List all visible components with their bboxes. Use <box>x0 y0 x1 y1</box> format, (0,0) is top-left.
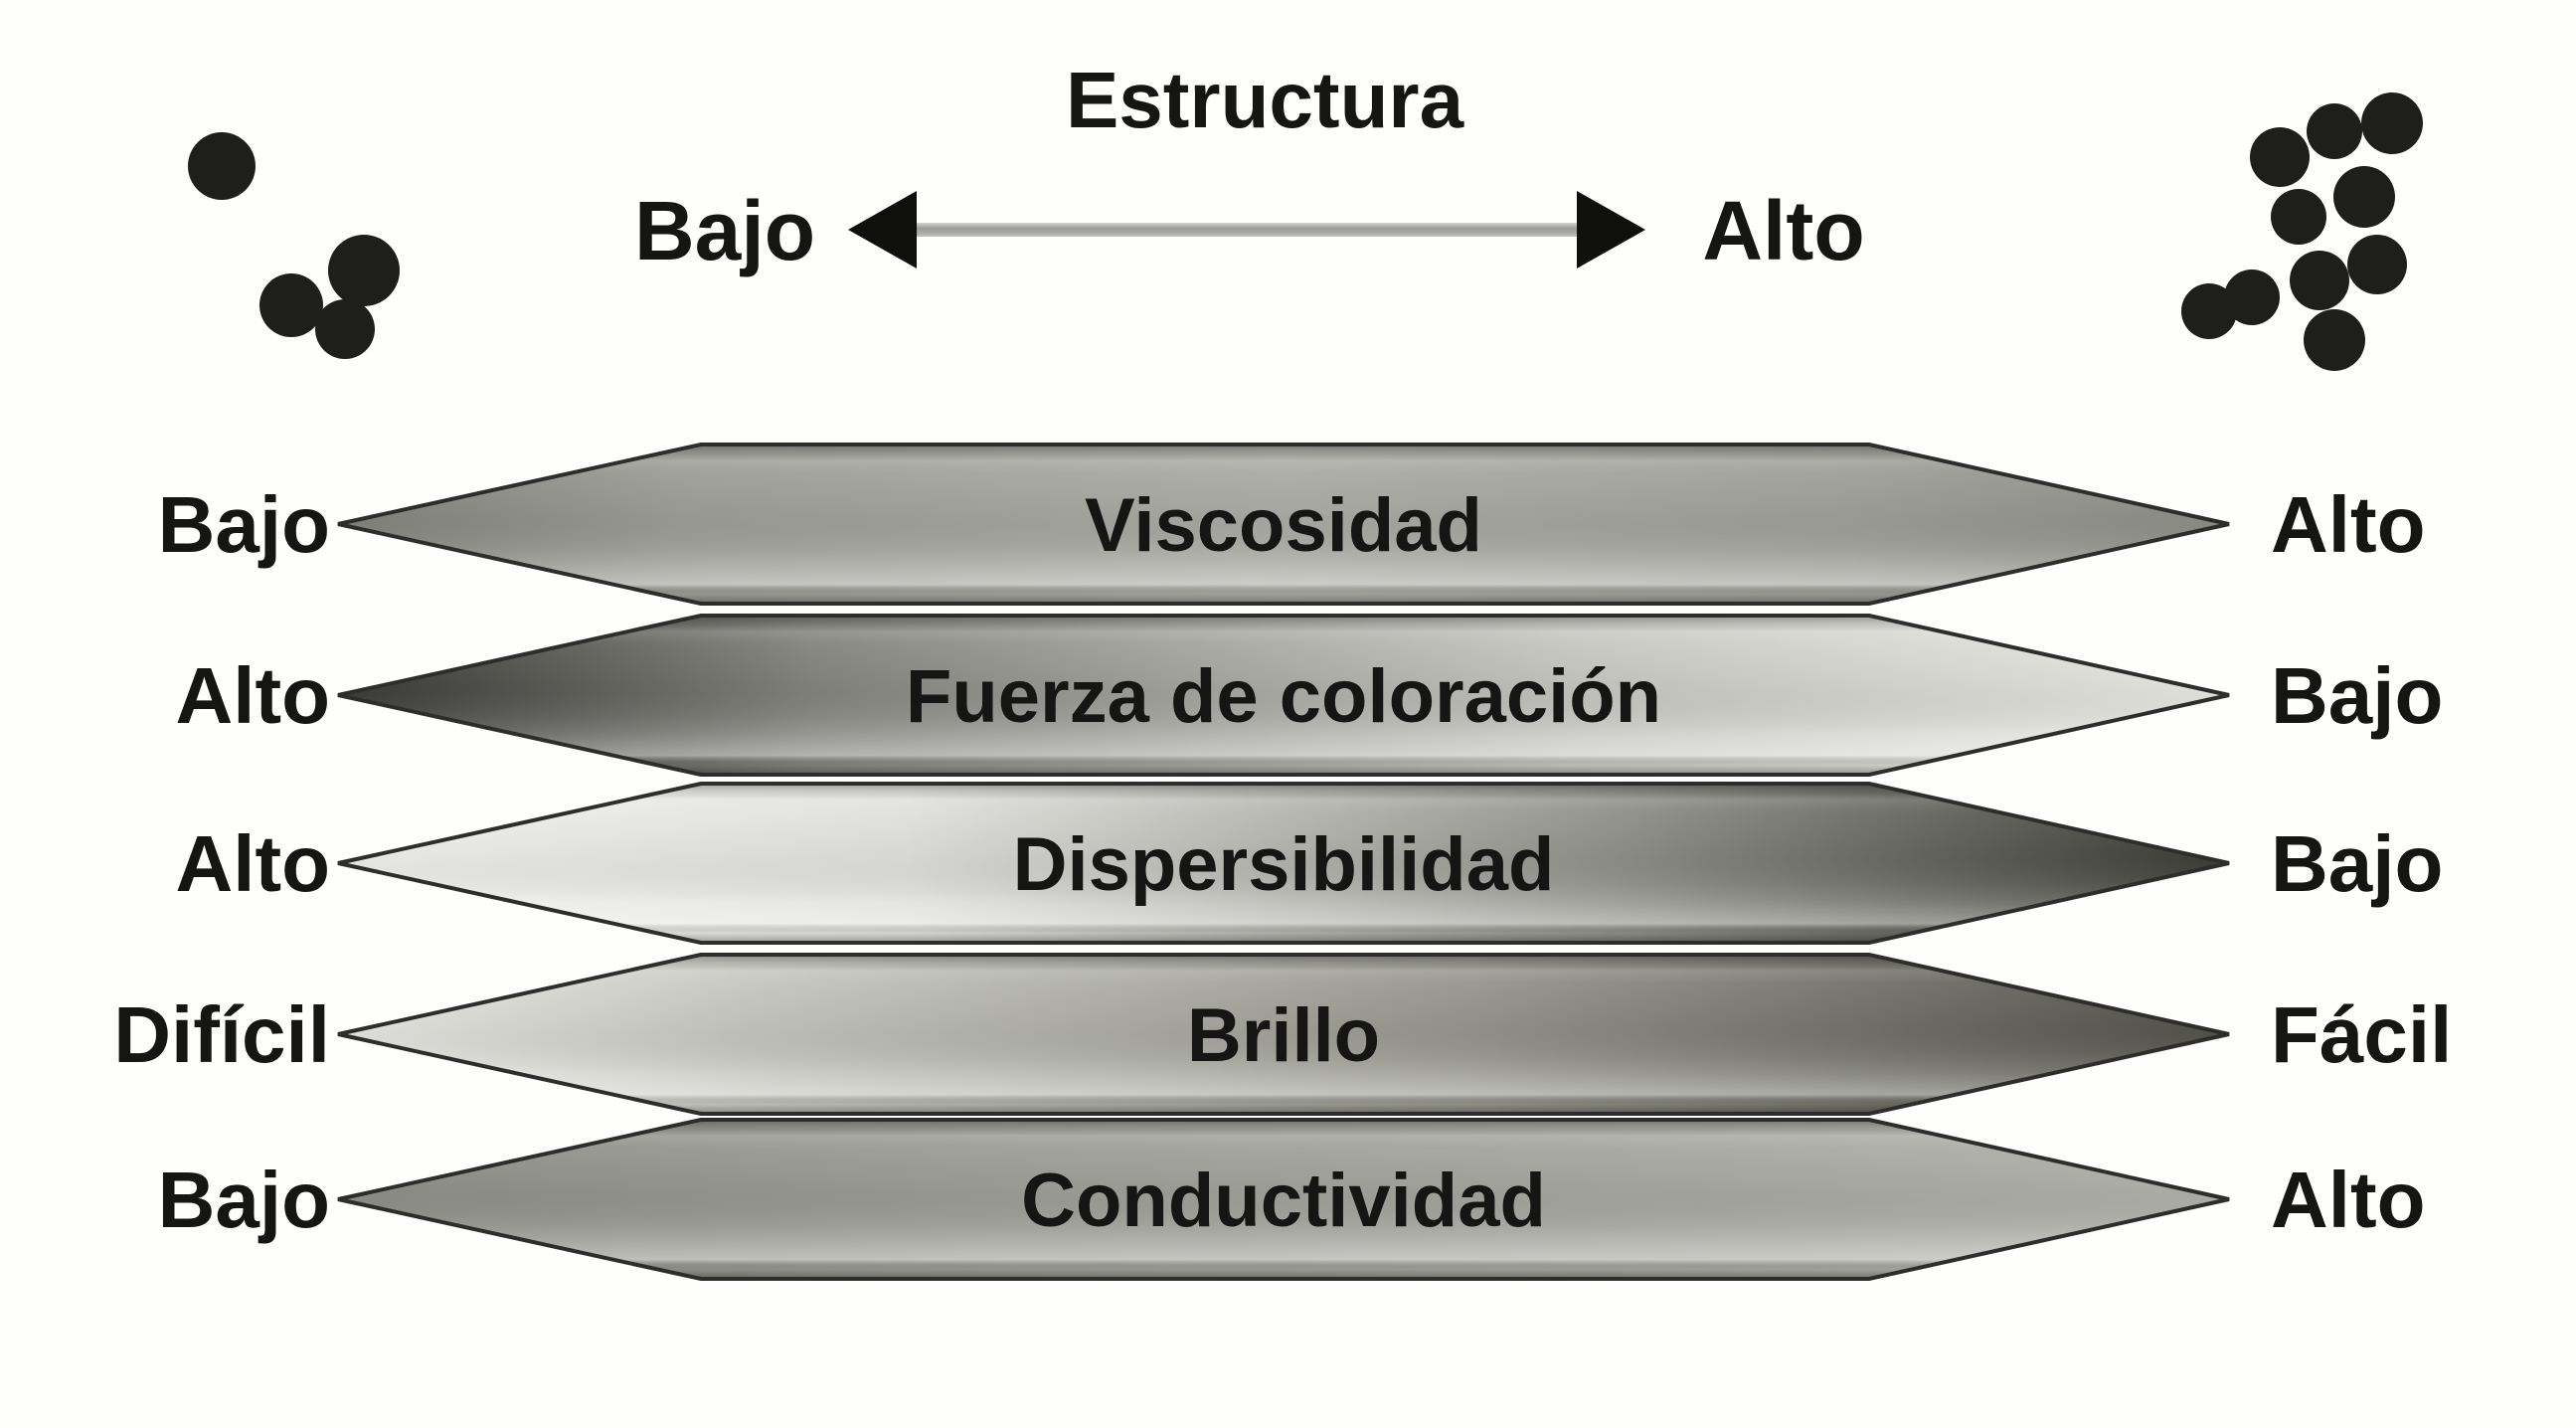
left-value-fuerza: Alto <box>175 651 330 740</box>
band-label-conductividad: Conductividad <box>1021 1159 1546 1243</box>
particle-dot <box>188 132 256 200</box>
particle-dot <box>315 299 375 359</box>
band-label-viscosidad: Viscosidad <box>1085 483 1482 568</box>
particle-dot <box>259 273 323 337</box>
particle-dot <box>2304 309 2365 371</box>
particle-dot <box>2181 283 2237 339</box>
particle-dot <box>2250 127 2310 187</box>
particle-dot <box>2224 269 2280 325</box>
particle-dot <box>2271 189 2326 245</box>
left-value-conductividad: Bajo <box>158 1156 330 1244</box>
particle-dot <box>328 235 400 306</box>
axis-low-label: Bajo <box>634 184 815 277</box>
left-value-dispersibilidad: Alto <box>175 819 330 908</box>
high-structure-aggregate-icon <box>2181 92 2423 371</box>
particle-dot <box>2333 166 2395 228</box>
arrow-shaft <box>881 223 1613 237</box>
left-value-viscosidad: Bajo <box>158 480 330 569</box>
structure-axis-arrow <box>848 191 1645 268</box>
particle-dot <box>2307 103 2362 159</box>
band-label-brillo: Brillo <box>1187 993 1380 1078</box>
right-value-brillo: Fácil <box>2271 990 2452 1079</box>
right-value-fuerza: Bajo <box>2271 651 2443 740</box>
arrow-right-head-icon <box>1577 191 1645 268</box>
band-label-fuerza: Fuerza de coloración <box>906 654 1661 739</box>
particle-dot <box>2290 251 2349 310</box>
band-label-dispersibilidad: Dispersibilidad <box>1013 822 1555 907</box>
right-value-viscosidad: Alto <box>2271 480 2426 569</box>
particle-dot <box>2347 235 2407 294</box>
right-value-dispersibilidad: Bajo <box>2271 819 2443 908</box>
low-structure-aggregate-icon <box>188 132 400 359</box>
arrow-left-head-icon <box>848 191 917 268</box>
right-value-conductividad: Alto <box>2271 1156 2426 1244</box>
page-title: Estructura <box>1066 56 1464 144</box>
axis-high-label: Alto <box>1702 184 1864 277</box>
particle-dot <box>2361 92 2423 154</box>
left-value-brillo: Difícil <box>113 990 330 1079</box>
